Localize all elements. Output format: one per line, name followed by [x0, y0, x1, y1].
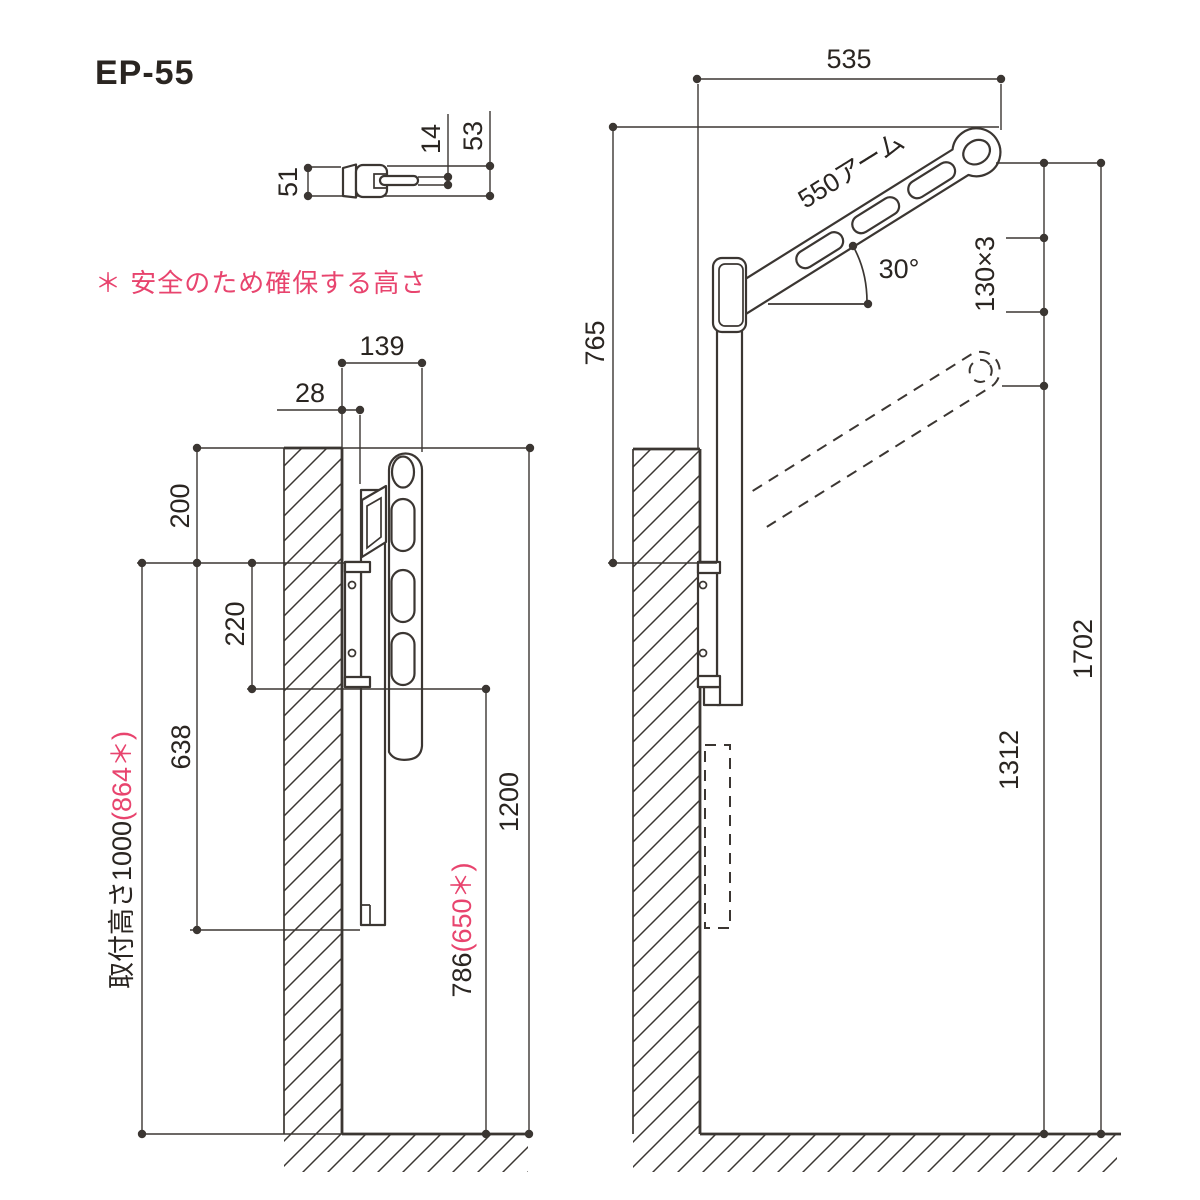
dim-label-786: 786(650＊)	[447, 862, 477, 997]
dim-label-638: 638	[166, 724, 196, 769]
base-plate-top-tab-right	[696, 560, 722, 575]
wall-hatch-right	[633, 449, 700, 1134]
dim-label-28: 28	[295, 378, 325, 408]
arm-alt-position	[752, 350, 1001, 528]
wall-hatch	[284, 448, 342, 1134]
base-plate-right	[696, 560, 719, 689]
base-plate-top-tab	[343, 560, 372, 574]
base-plate-bottom-tab-right	[696, 674, 722, 689]
dim-label-130x3: 130×3	[970, 236, 1000, 312]
pivot-holder	[711, 256, 748, 334]
plan-dim-lines	[307, 111, 491, 197]
base-plate	[343, 560, 363, 689]
plan-arm-bar	[378, 174, 420, 187]
dim-label-mount-height: 取付高さ1000(864＊)	[107, 731, 137, 989]
support-pole-right	[715, 308, 744, 707]
front-dim-dots	[137, 358, 535, 1139]
folded-arm-slots	[390, 455, 416, 687]
dim-label-1702: 1702	[1068, 619, 1098, 679]
screw-top-right	[698, 580, 708, 590]
side-view: 535 550アーム 30° 765 130×3 1312 1702	[580, 44, 1121, 1172]
side-dim-lines	[608, 78, 1102, 1134]
screw-bottom-right	[698, 648, 708, 658]
screw-top	[347, 580, 357, 590]
dim-label-53: 53	[458, 121, 488, 151]
dim-label-1312: 1312	[994, 730, 1024, 790]
dim-label-139: 139	[359, 331, 404, 361]
side-dim-dots	[608, 74, 1106, 1139]
front-dim-lines	[137, 362, 530, 1134]
floor-hatch	[284, 1134, 528, 1172]
deployed-arm	[720, 127, 1002, 321]
pole-alt-position	[704, 744, 731, 929]
safety-note: ＊ 安全のため確保する高さ	[95, 268, 427, 298]
angle-label: 30°	[879, 254, 920, 284]
dim-label-51: 51	[273, 167, 303, 197]
dim-label-200: 200	[165, 483, 195, 528]
angle-arc	[852, 245, 868, 303]
pivot-bracket	[360, 484, 388, 559]
page-title: EP-55	[95, 54, 195, 92]
dim-label-765: 765	[580, 320, 610, 365]
plan-pivot-slot	[373, 173, 387, 189]
dim-label-220: 220	[220, 601, 250, 646]
pole-foot-right	[702, 685, 722, 707]
mount-height-main: 取付高さ1000	[107, 821, 137, 989]
mount-height-alt: (864＊)	[107, 731, 137, 821]
plan-view: 51 14 53	[273, 111, 495, 201]
plan-wall-base	[341, 163, 358, 199]
pivot-bracket-inner	[366, 496, 382, 550]
screw-bottom	[347, 648, 357, 658]
tip-height-alt: (650＊)	[447, 862, 477, 952]
plan-dim-dots	[303, 161, 495, 201]
pole-foot-step	[361, 904, 371, 925]
dim-label-535: 535	[826, 44, 871, 74]
front-view: 139 28 200 220 638 取付高さ1000(864＊) 786(65…	[107, 331, 535, 1172]
dim-label-14: 14	[416, 124, 446, 154]
dim-label-1200: 1200	[494, 772, 524, 832]
floor-hatch-right	[633, 1134, 1117, 1172]
base-plate-bottom-tab	[343, 675, 372, 689]
pivot-holder-inner	[718, 263, 744, 327]
tip-height-main: 786	[447, 952, 477, 997]
